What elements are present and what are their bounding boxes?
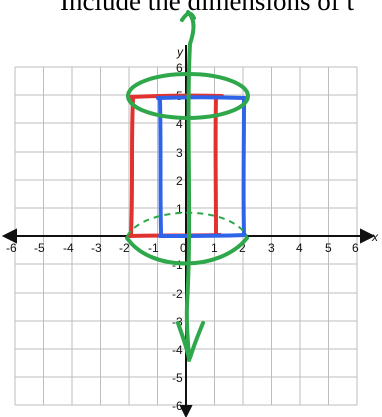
y-tick-label: 4 [176,117,183,131]
x-axis-label: x [371,230,379,244]
x-axis-left-arrow [1,228,17,244]
green-bottom-arc [125,236,249,266]
x-axis-right-arrow [360,228,376,244]
y-axis-label: y [176,45,184,59]
x-tick-label: 5 [325,241,332,255]
x-tick-label: -1 [148,241,159,255]
y-tick-label: -6 [172,399,183,413]
green-top-squiggle [180,11,196,22]
green-arrowhead-left [176,321,191,360]
y-tick-label: 6 [176,61,183,75]
y-tick-label: 1 [176,202,183,216]
y-tick-label: -2 [172,287,183,301]
green-arrowhead-right [188,321,205,360]
x-tick-label: -6 [6,241,17,255]
partial-question-text: Include the dimensions of t [60,0,354,16]
green-dashed-ellipse [126,211,248,237]
x-tick-label: -3 [91,241,102,255]
y-tick-label: -4 [172,343,183,357]
x-tick-label: 0 [180,241,187,255]
y-tick-label: -5 [172,371,183,385]
x-tick-label: 3 [268,241,275,255]
x-tick-labels: -6 -5 -4 -3 -2 -1 0 1 2 3 4 5 6 [6,241,359,255]
y-axis-down-arrow [179,405,193,417]
x-tick-label: 4 [296,241,303,255]
x-tick-label: -5 [34,241,45,255]
y-tick-label: 2 [176,174,183,188]
x-tick-label: -2 [119,241,130,255]
green-axis-stroke [184,10,196,362]
green-cylinder-sketch [125,10,250,362]
x-tick-label: 6 [352,241,359,255]
x-tick-label: -4 [63,241,74,255]
y-tick-label: 3 [176,146,183,160]
x-tick-label: 2 [239,241,246,255]
x-tick-label: 1 [211,241,218,255]
